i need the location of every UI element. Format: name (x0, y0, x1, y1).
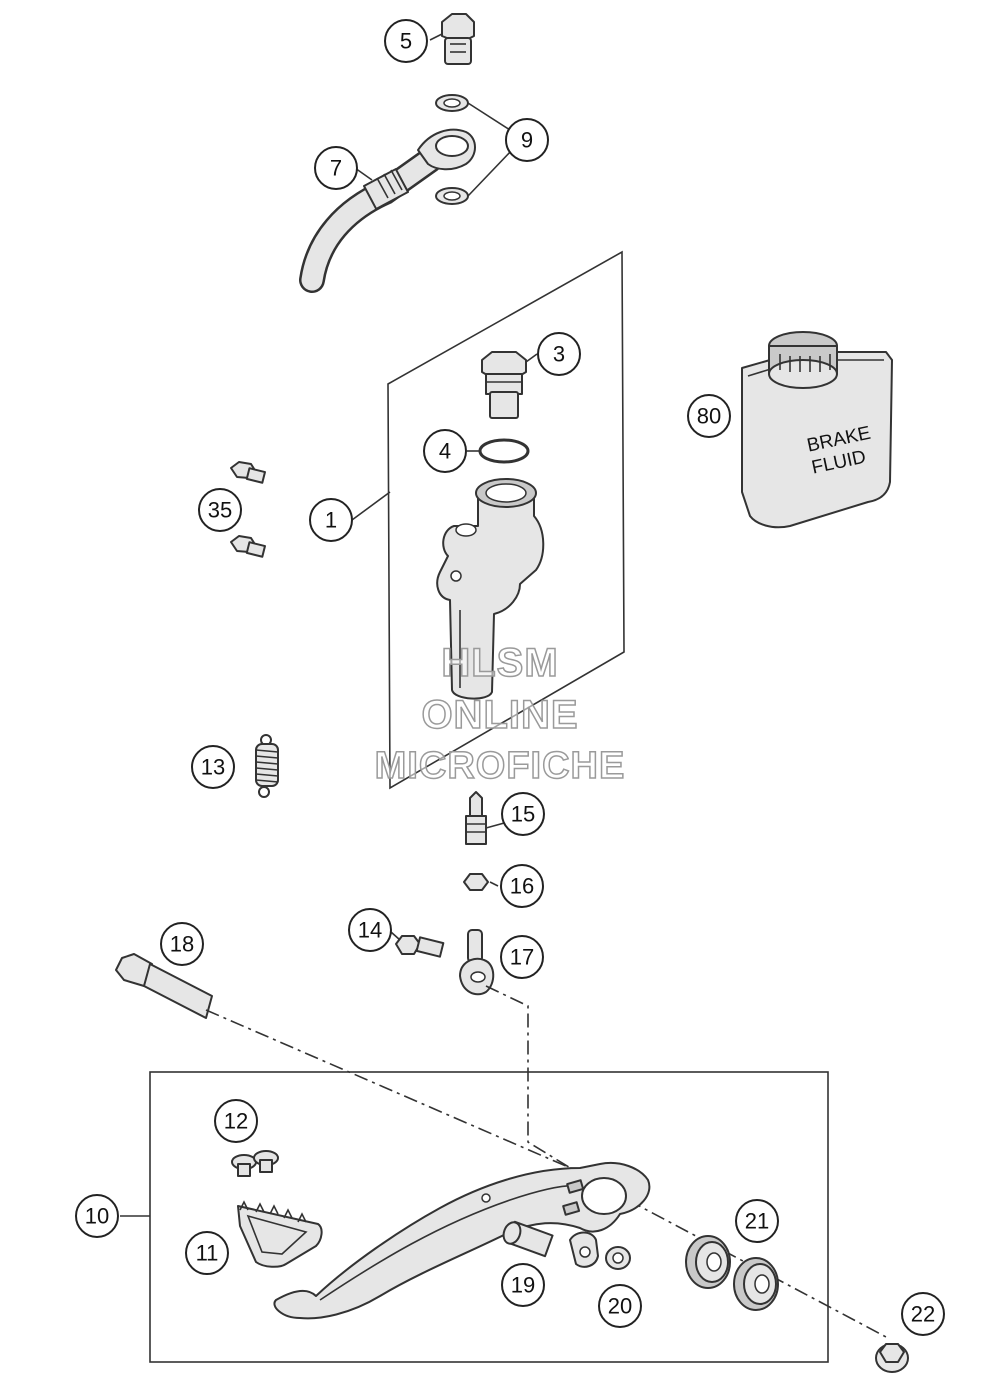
callout-9: 9 (505, 118, 549, 162)
callout-17: 17 (500, 935, 544, 979)
svg-text:4: 4 (439, 439, 451, 464)
banjo-bolt-part (441, 13, 475, 65)
svg-text:5: 5 (400, 29, 412, 54)
brake-pedal-assembly-box (149, 1071, 829, 1363)
callout-1: 1 (309, 498, 353, 542)
return-spring-part (255, 734, 279, 798)
svg-text:10: 10 (85, 1204, 109, 1229)
callout-80: 80 (687, 394, 731, 438)
screws-part (230, 461, 266, 558)
svg-text:19: 19 (511, 1273, 535, 1298)
o-ring-part (478, 438, 530, 464)
svg-text:11: 11 (196, 1241, 219, 1266)
sealing-washers-part (435, 94, 513, 205)
svg-text:17: 17 (510, 945, 534, 970)
callout-20: 20 (598, 1284, 642, 1328)
assembly-line-clevis (485, 985, 591, 1181)
callout-19: 19 (501, 1263, 545, 1307)
callout-4: 4 (423, 429, 467, 473)
clevis-part (459, 929, 495, 996)
callout-22: 22 (901, 1292, 945, 1336)
svg-text:7: 7 (330, 156, 342, 181)
assembly-line-pin (205, 1009, 613, 1187)
pivot-bolt-part (395, 935, 445, 958)
watermark-line-1: HLSM (441, 640, 559, 686)
svg-text:21: 21 (745, 1209, 769, 1234)
callout-13: 13 (191, 745, 235, 789)
svg-text:12: 12 (224, 1109, 248, 1134)
callout-14: 14 (348, 908, 392, 952)
pedal-washer-part (605, 1246, 631, 1270)
leader-line-1 (351, 491, 391, 521)
callout-18: 18 (160, 922, 204, 966)
push-rod-part (465, 791, 487, 845)
callout-12: 12 (214, 1099, 258, 1143)
step-plate-part (237, 1200, 323, 1268)
svg-text:13: 13 (201, 755, 225, 780)
nut-part (463, 873, 489, 891)
master-cylinder-body-part (436, 478, 545, 700)
callout-35: 35 (198, 488, 242, 532)
pivot-pin-part (115, 953, 213, 1019)
callout-15: 15 (501, 792, 545, 836)
svg-text:20: 20 (608, 1294, 632, 1319)
flange-nut-part (875, 1343, 909, 1373)
svg-text:3: 3 (553, 342, 565, 367)
brake-pedal-part (273, 1162, 651, 1320)
master-cylinder-assembly-outline (387, 250, 625, 790)
bearings-part (685, 1235, 779, 1311)
callout-7: 7 (314, 146, 358, 190)
svg-text:1: 1 (325, 508, 337, 533)
svg-text:14: 14 (358, 918, 382, 943)
svg-text:15: 15 (511, 802, 535, 827)
callout-10: 10 (75, 1194, 119, 1238)
callout-16: 16 (500, 864, 544, 908)
reservoir-adapter-part (481, 351, 527, 419)
stop-bolt-part (502, 1220, 554, 1258)
callout-3: 3 (537, 332, 581, 376)
brake-hose-part (299, 128, 476, 293)
step-plate-screws-part (231, 1150, 279, 1177)
watermark-line-2: ONLINE (421, 692, 579, 738)
svg-text:80: 80 (697, 404, 721, 429)
svg-text:22: 22 (911, 1302, 935, 1327)
svg-text:16: 16 (510, 874, 534, 899)
callout-5: 5 (384, 19, 428, 63)
svg-text:9: 9 (521, 128, 533, 153)
callout-21: 21 (735, 1199, 779, 1243)
brake-fluid-can-part: BRAKE FLUID (741, 331, 893, 529)
callout-11: 11 (185, 1231, 229, 1275)
watermark-line-3: MICROFICHE (374, 744, 626, 788)
svg-text:18: 18 (170, 932, 194, 957)
svg-text:35: 35 (208, 498, 232, 523)
